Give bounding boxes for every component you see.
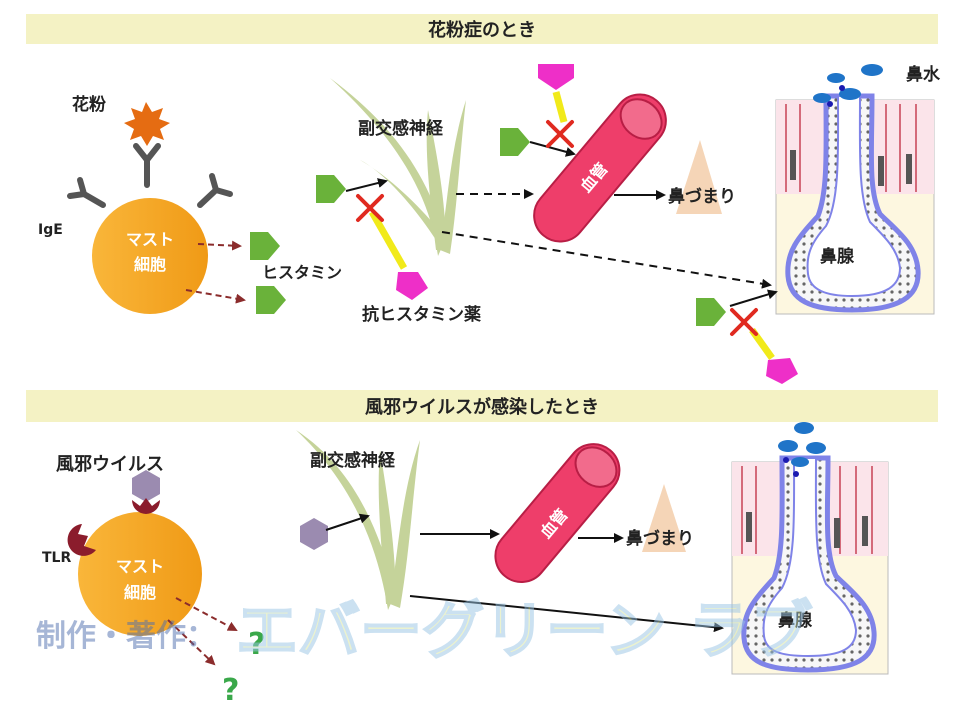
histamine-icon — [500, 128, 530, 156]
mast-cell-bottom — [78, 512, 202, 636]
mast-cell-top-label-1: マスト — [126, 230, 174, 249]
mast-cell-top — [92, 198, 208, 314]
top-title-band — [26, 14, 938, 44]
nerve-to-gland-arrow — [441, 231, 772, 289]
top-title: 花粉症のとき — [428, 19, 536, 41]
mast-cell-bottom-label-1: マスト — [116, 557, 164, 576]
histamine-icon — [250, 232, 280, 260]
histamine-icon — [316, 175, 346, 203]
nerve-top-label: 副交感神経 — [358, 118, 444, 139]
bottom-title: 風邪ウイルスが感染したとき — [365, 396, 599, 418]
histamine-label: ヒスタミン — [262, 263, 342, 282]
bottom-title-band — [26, 390, 938, 422]
virus-icon — [300, 518, 328, 550]
mast-cell-top-label-2: 細胞 — [134, 255, 166, 274]
congestion-cone-icon — [642, 484, 686, 552]
histamine-icon — [256, 286, 286, 314]
antihistamine-icon — [766, 358, 798, 384]
unknown-release-arrow — [175, 597, 238, 631]
antihistamine-stem — [552, 91, 568, 123]
mucus-droplets-bottom — [778, 422, 826, 477]
binding-arrow — [345, 178, 388, 192]
antihistamine-stem — [368, 210, 408, 270]
mast-cell-bottom-label-2: 細胞 — [124, 583, 156, 602]
block-x-icon — [730, 308, 758, 336]
antihistamine-icon — [396, 272, 428, 300]
binding-arrow — [529, 141, 576, 157]
gland-top-label: 鼻腺 — [820, 246, 855, 267]
histamine-icon — [696, 298, 726, 326]
nasal-gland-bottom — [731, 455, 889, 675]
virus-label: 風邪ウイルス — [56, 454, 164, 475]
binding-arrow — [729, 289, 778, 307]
unknown-release-arrow — [167, 619, 216, 666]
gland-bottom-label: 鼻腺 — [778, 610, 813, 631]
nerve-to-gland-arrow — [409, 595, 724, 633]
mucus-droplets-top — [813, 64, 883, 107]
congestion-bottom-label: 鼻づまり — [626, 528, 694, 549]
question-mark-icon: ? — [248, 627, 265, 662]
virus-to-nerve-arrow — [325, 513, 370, 531]
pollen-label: 花粉 — [72, 94, 106, 115]
vessel-top — [533, 93, 667, 243]
histamine-release-arrow — [197, 240, 242, 251]
nerve-top — [330, 78, 466, 256]
watermark-brand: エバーグリーン ラブ — [236, 594, 813, 667]
block-x-icon — [356, 194, 384, 222]
antihistamine-icon — [538, 64, 574, 90]
tlr-receptor-icon — [67, 498, 160, 556]
watermark: 制作・著作： エバーグリーン ラブ — [36, 593, 814, 668]
antihistamine-label: 抗ヒスタミン薬 — [362, 304, 481, 325]
question-mark-icon: ? — [222, 673, 239, 708]
watermark-credit: 制作・著作： — [36, 619, 216, 654]
runny-nose-label: 鼻水 — [906, 64, 941, 85]
pollen-icon — [124, 102, 170, 146]
nerve-bottom-label: 副交感神経 — [310, 450, 396, 471]
nerve-bottom — [296, 430, 420, 610]
nasal-gland-top — [775, 93, 935, 315]
ige-antibody-icon — [67, 143, 233, 208]
congestion-cone-icon — [676, 140, 722, 214]
congestion-top-label: 鼻づまり — [668, 186, 736, 207]
vessel-bottom — [494, 443, 621, 583]
ige-label: IgE — [38, 222, 63, 238]
block-x-icon — [546, 120, 574, 148]
virus-icon — [132, 470, 160, 502]
tlr-label: TLR — [42, 550, 71, 566]
